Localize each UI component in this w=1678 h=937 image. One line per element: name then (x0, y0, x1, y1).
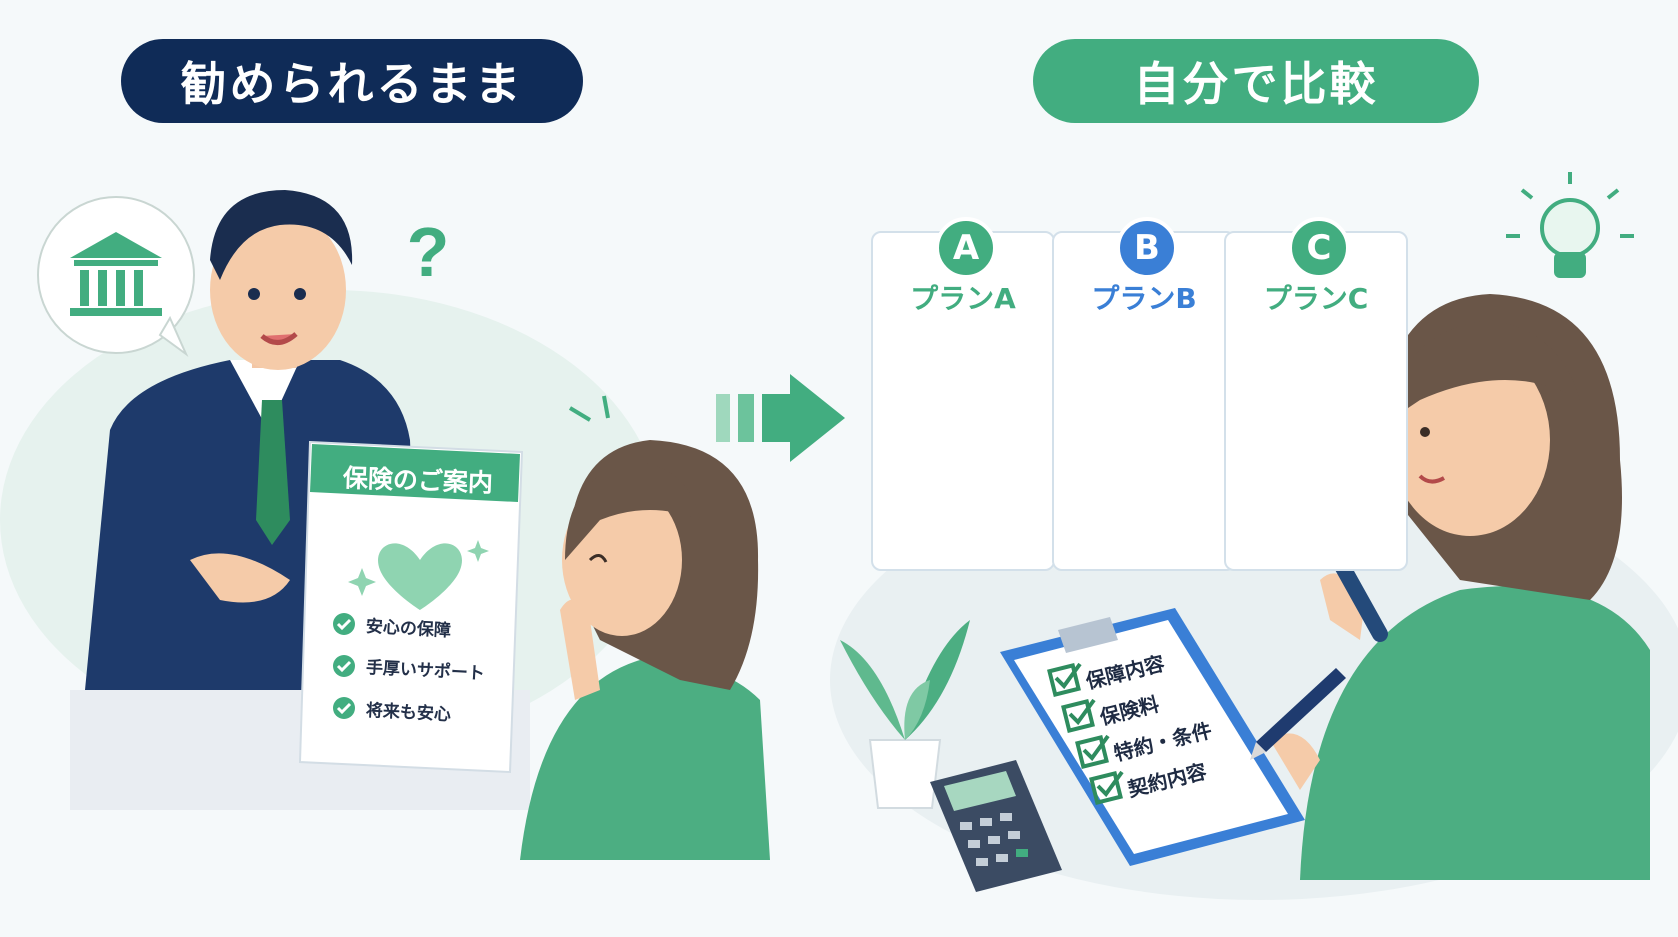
heart-icon (378, 543, 462, 610)
pen-icon (1250, 668, 1346, 760)
plan-title: プランC (1263, 282, 1369, 315)
plan-card-b: B プランB (1052, 217, 1236, 571)
plan-card-a: A プランA (871, 217, 1055, 571)
header-recommended-label: 勧められるまま (180, 57, 524, 111)
flyer-title: 保険のご案内 (342, 463, 494, 498)
plan-title: プランB (1091, 282, 1197, 315)
plant-icon (840, 620, 970, 809)
flyer-item: 将来も安心 (365, 700, 452, 726)
bank-speech-bubble (37, 196, 195, 358)
header-recommended: 勧められるまま (121, 39, 583, 123)
sparkle-icon (467, 540, 489, 562)
header-self-compare-label: 自分で比較 (1133, 57, 1379, 111)
sparkle-icon (348, 568, 376, 596)
woman-listening-figure (520, 395, 770, 860)
insurance-flyer (298, 440, 524, 774)
bank-icon (70, 232, 162, 316)
question-mark-icon: ? (407, 213, 450, 291)
plan-badge: C (1288, 217, 1350, 279)
header-self-compare: 自分で比較 (1033, 39, 1479, 123)
calculator-icon (930, 760, 1062, 892)
woman-comparing-figure (1270, 294, 1650, 880)
plan-badge: A (935, 217, 997, 279)
lightbulb-icon (1506, 172, 1634, 278)
plan-badge: B (1116, 217, 1178, 279)
flyer-item: 安心の保障 (365, 616, 452, 642)
arrow-right-icon (716, 374, 845, 462)
plan-card-c: C プランC (1224, 217, 1408, 571)
clipboard (1000, 608, 1305, 866)
plan-title: プランA (910, 282, 1016, 315)
